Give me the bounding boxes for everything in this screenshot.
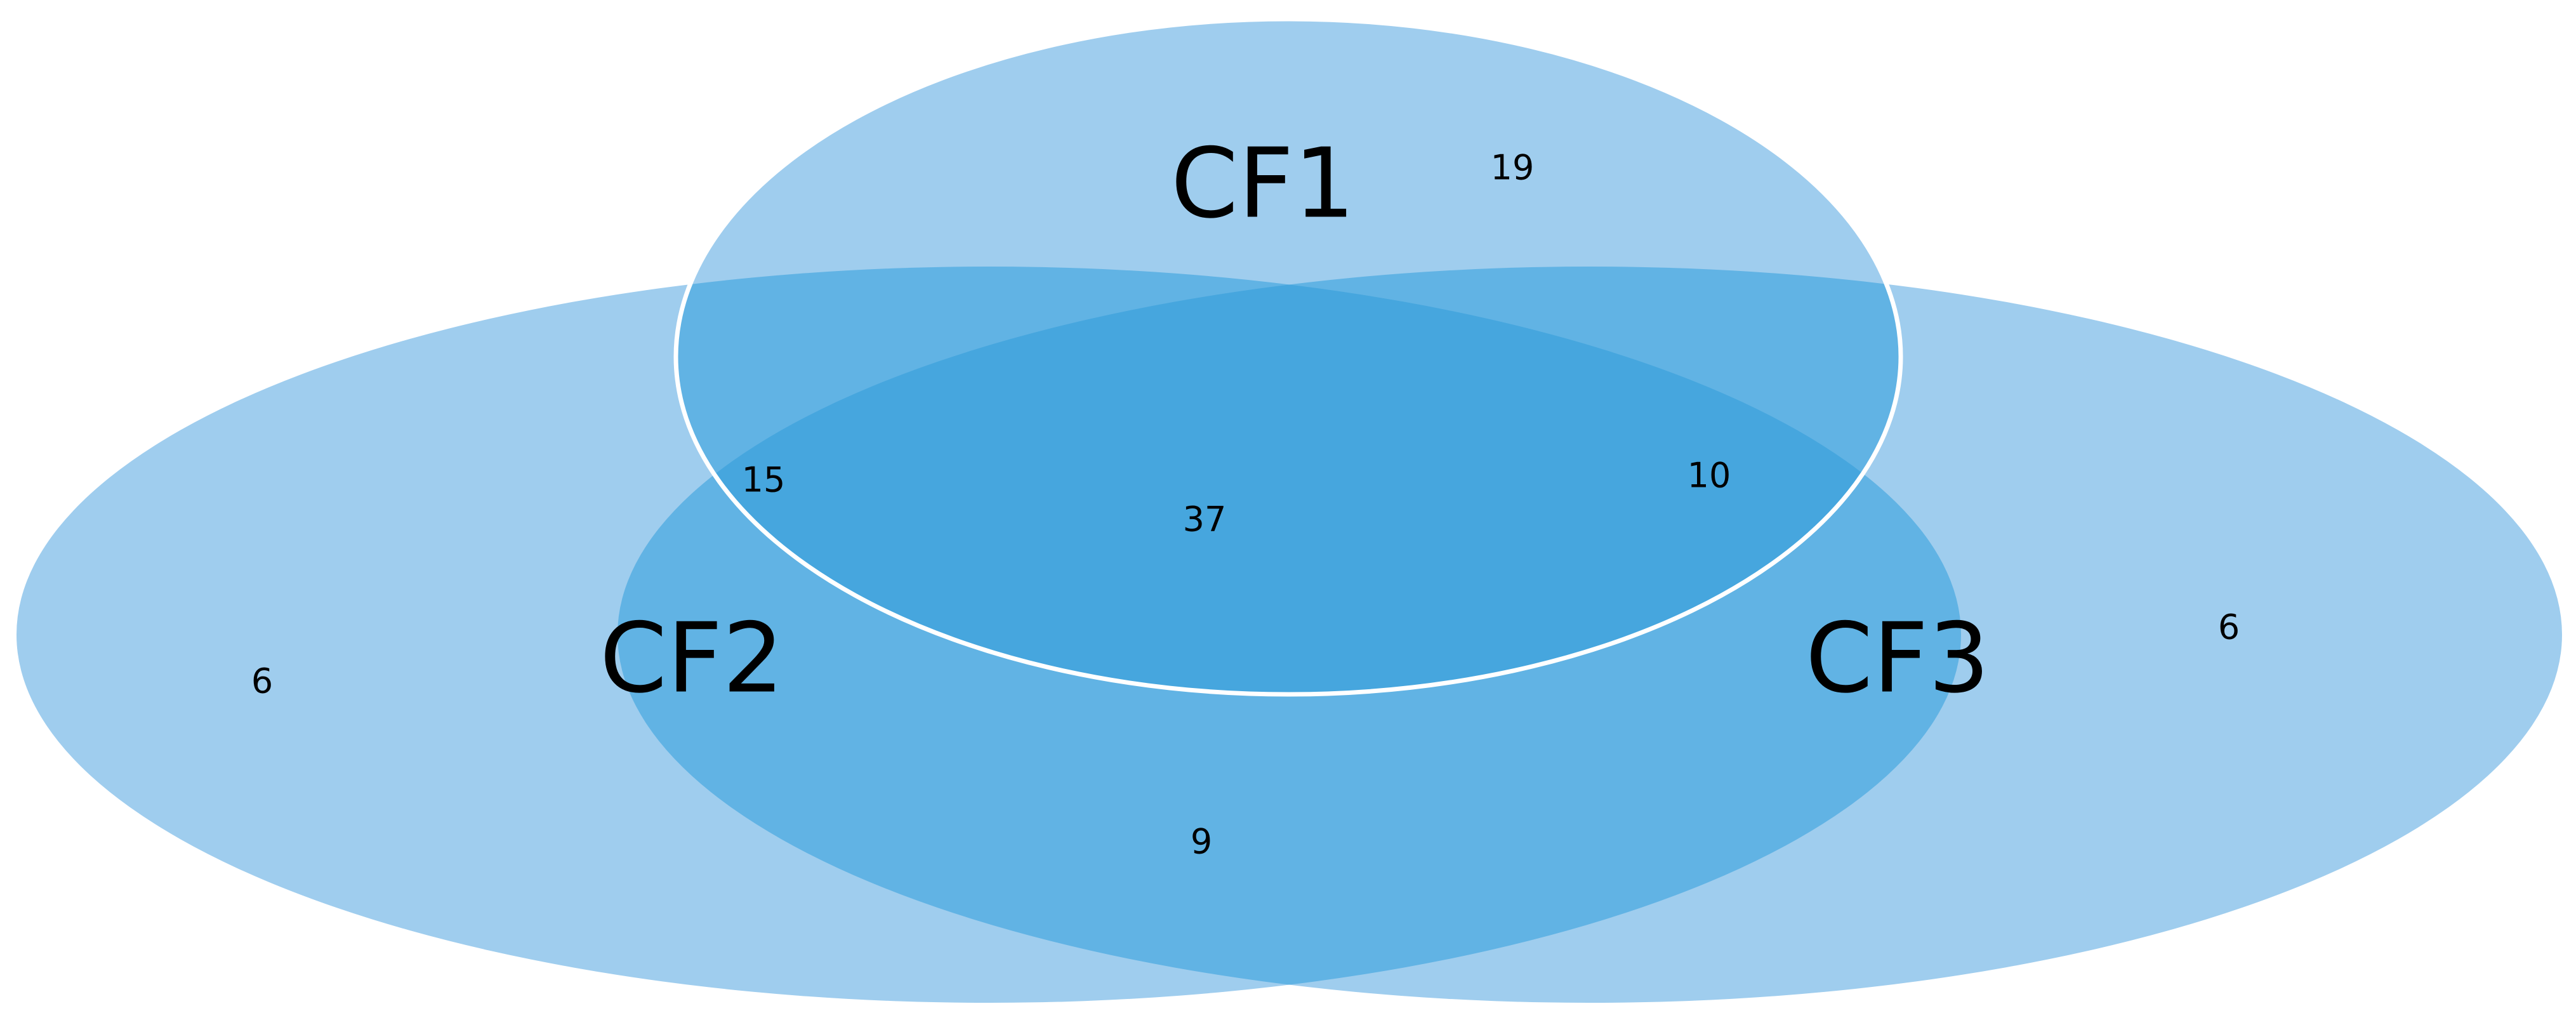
count-all-three: 37 xyxy=(1183,499,1227,539)
count-cf1-only: 19 xyxy=(1491,148,1535,188)
count-cf2-only: 6 xyxy=(251,661,273,701)
count-cf3-only: 6 xyxy=(2218,607,2240,647)
count-cf1-cf3: 10 xyxy=(1688,456,1731,496)
set-label-cf1: CF1 xyxy=(1171,128,1355,240)
count-cf2-cf3: 9 xyxy=(1191,822,1212,862)
set-label-cf2: CF2 xyxy=(600,602,784,715)
count-cf1-cf2: 15 xyxy=(742,460,786,500)
set-label-cf3: CF3 xyxy=(1806,602,1990,715)
